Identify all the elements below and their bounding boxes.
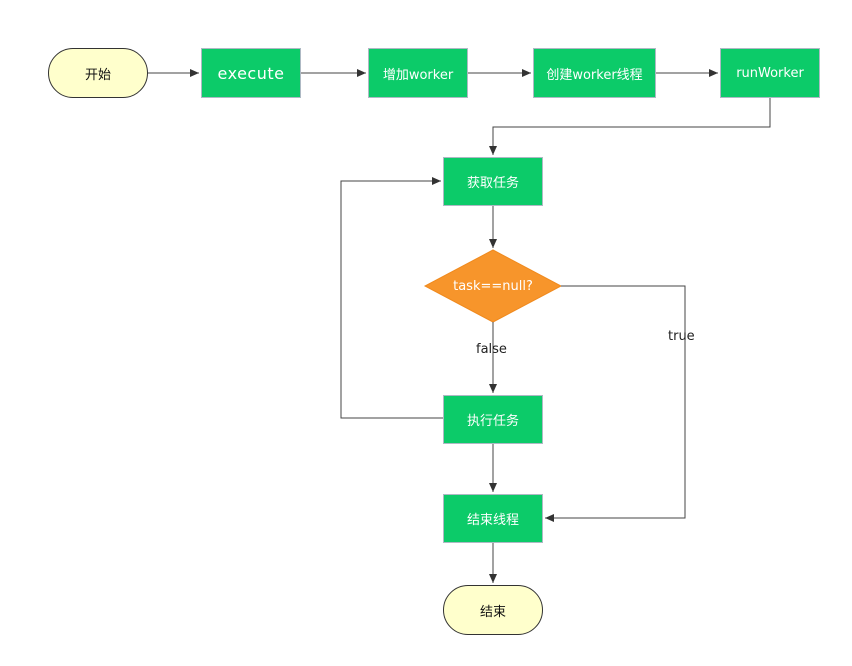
- run-worker-label: runWorker: [736, 65, 804, 81]
- end-label: 结束: [479, 604, 506, 620]
- true-edge-label: true: [668, 329, 695, 344]
- execute-task-label: 执行任务: [466, 414, 519, 429]
- create-worker-thread-node: 创建worker线程: [533, 48, 656, 98]
- create-worker-thread-label: 创建worker线程: [546, 67, 643, 83]
- add-worker-label: 增加worker: [382, 67, 454, 83]
- edge-run-worker-to-get-task: [489, 98, 771, 155]
- end-thread-label: 结束线程: [466, 513, 519, 528]
- add-worker-node: 增加worker: [368, 48, 468, 98]
- start-label: 开始: [84, 67, 111, 83]
- execute-node: execute: [201, 48, 301, 98]
- run-worker-node: runWorker: [720, 48, 820, 98]
- execute-task-node: 执行任务: [443, 395, 543, 444]
- edge-execute-task-loop-to-get-task: [340, 177, 443, 419]
- edge-decision-true-to-end-thread: [545, 285, 686, 522]
- end-terminal: 结束: [443, 585, 543, 635]
- decision-label: task==null?: [453, 278, 533, 294]
- get-task-node: 获取任务: [443, 157, 543, 206]
- start-terminal: 开始: [48, 48, 148, 98]
- get-task-label: 获取任务: [466, 176, 519, 191]
- false-edge-label: false: [476, 342, 507, 357]
- execute-label: execute: [217, 63, 285, 83]
- end-thread-node: 结束线程: [443, 494, 543, 543]
